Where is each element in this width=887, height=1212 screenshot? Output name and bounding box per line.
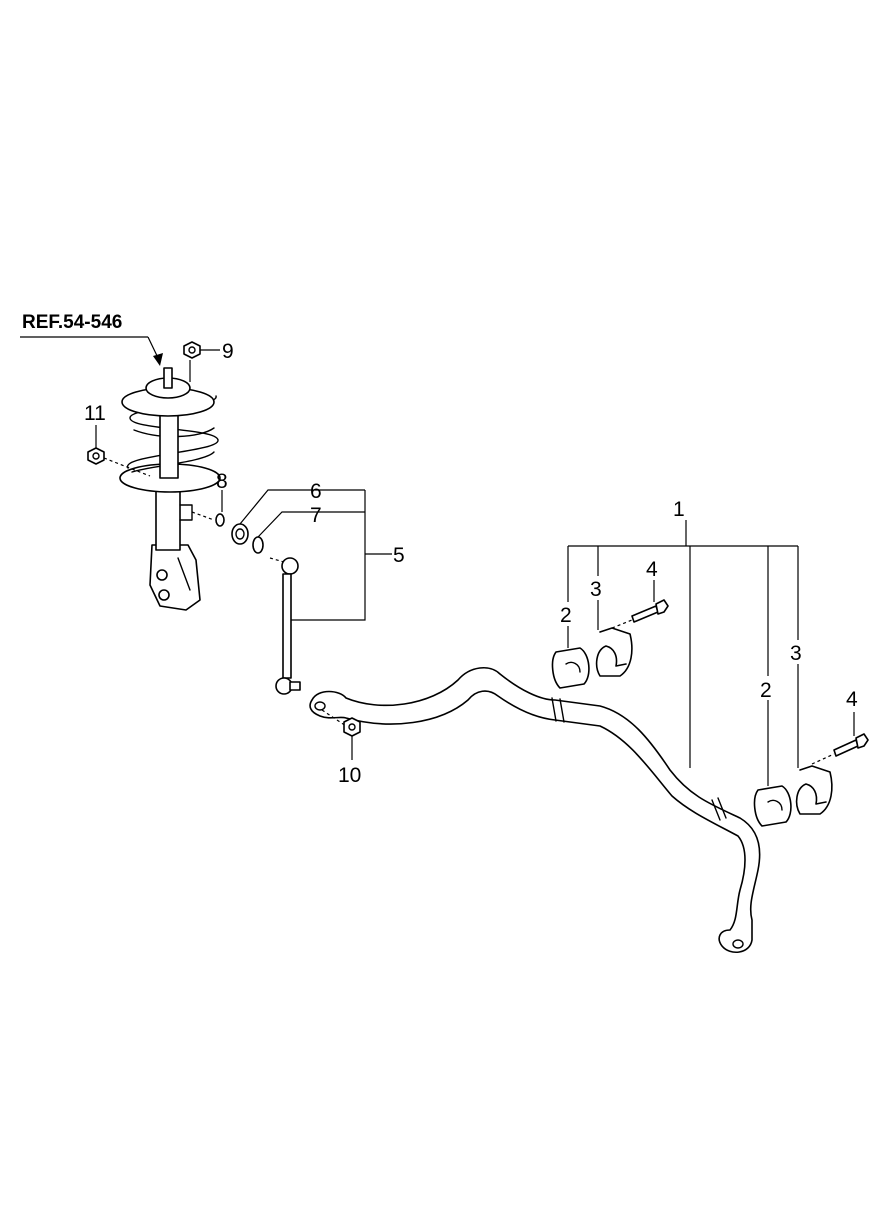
- bushing-icon[interactable]: [753, 700, 792, 827]
- bracket-icon[interactable]: [595, 600, 633, 677]
- link-upper-axis: [269, 557, 285, 563]
- bracket-3-right: [795, 765, 833, 815]
- callout-5-frame: [290, 490, 366, 621]
- callout-7[interactable]: 7: [310, 504, 322, 527]
- nut-11-axis: [103, 457, 151, 477]
- reference-arrowhead: [153, 353, 163, 366]
- bar-bushing-stop-left: [551, 697, 565, 723]
- callout-6[interactable]: 6: [310, 480, 322, 503]
- ring-icon[interactable]: [191, 490, 225, 527]
- bushing-2-right-groove: [767, 799, 783, 811]
- knuckle-bolt-hole-upper: [156, 569, 168, 581]
- bar-end-hole-right: [732, 939, 744, 949]
- callout-7-leader: [257, 511, 365, 538]
- bolt-4-left-shank: [631, 605, 659, 623]
- bracket-3-left: [595, 627, 633, 677]
- nut-icon[interactable]: [87, 425, 151, 477]
- nut-icon[interactable]: [321, 709, 361, 760]
- link-upper-ball: [281, 557, 299, 575]
- nut-9: [183, 341, 201, 359]
- bolt-4-right-axis: [811, 753, 835, 765]
- link-lower-stud: [289, 681, 301, 691]
- stabilizer-link-icon[interactable]: [269, 557, 301, 695]
- bushing-6-bore: [235, 528, 245, 540]
- strut-spring-assembly-icon[interactable]: [119, 360, 221, 611]
- callout-5-bracket: [239, 489, 392, 621]
- damper-tube: [155, 489, 181, 551]
- knuckle-bolt-hole-lower: [158, 589, 170, 601]
- nut-11-hole: [92, 452, 100, 460]
- callout-6-leader: [239, 489, 365, 525]
- knuckle-edge: [177, 557, 191, 591]
- ring-8: [215, 513, 225, 527]
- bushing-icon[interactable]: [231, 523, 249, 545]
- callout-5[interactable]: 5: [393, 544, 405, 567]
- bushing-2-left: [551, 647, 590, 689]
- callout-2b[interactable]: 2: [760, 679, 772, 702]
- callout-4b[interactable]: 4: [846, 688, 858, 711]
- callout-10[interactable]: 10: [338, 764, 361, 787]
- link-rod: [282, 573, 292, 679]
- bolt-icon[interactable]: [811, 712, 869, 765]
- link-mount-tab: [179, 504, 193, 521]
- callout-8[interactable]: 8: [216, 470, 228, 493]
- callout-1-tree: [567, 520, 799, 768]
- bar-bushing-stop-right: [711, 797, 727, 821]
- bushing-2-left-groove: [565, 661, 581, 673]
- callout-11[interactable]: 11: [84, 402, 106, 425]
- callout-3b[interactable]: 3: [790, 642, 802, 665]
- bar-end-hole-left: [314, 701, 326, 711]
- mount-stud: [163, 367, 173, 389]
- nut-icon[interactable]: [183, 341, 220, 359]
- nut-10-axis: [321, 709, 347, 727]
- callout-3a[interactable]: 3: [590, 578, 602, 601]
- callout-9[interactable]: 9: [222, 340, 234, 363]
- nut-10: [343, 717, 361, 737]
- reference-group: REF.54-546: [20, 312, 163, 366]
- stabilizer-bar-icon[interactable]: [309, 667, 761, 953]
- bolt-4-left-head: [655, 599, 669, 615]
- bolt-4-left-axis: [611, 619, 633, 629]
- ring-8-axis: [191, 511, 215, 521]
- callout-4a[interactable]: 4: [646, 558, 658, 581]
- bushing-icon[interactable]: [551, 626, 590, 689]
- ring-7: [252, 536, 264, 554]
- callout-1[interactable]: 1: [673, 498, 685, 521]
- stabilizer-bar: [309, 667, 761, 953]
- bushing-6: [231, 523, 249, 545]
- bracket-icon[interactable]: [795, 664, 833, 815]
- bolt-4-right-shank: [833, 739, 859, 757]
- callout-2a[interactable]: 2: [560, 604, 572, 627]
- ring-icon[interactable]: [252, 536, 264, 554]
- nut-11: [87, 447, 105, 465]
- bolt-4-right-head: [855, 733, 869, 749]
- bolt-icon[interactable]: [611, 580, 669, 629]
- reference-label[interactable]: REF.54-546: [22, 312, 122, 333]
- nut-9-hole: [188, 346, 196, 354]
- nut-10-hole: [348, 723, 356, 731]
- bushing-2-right: [753, 785, 792, 827]
